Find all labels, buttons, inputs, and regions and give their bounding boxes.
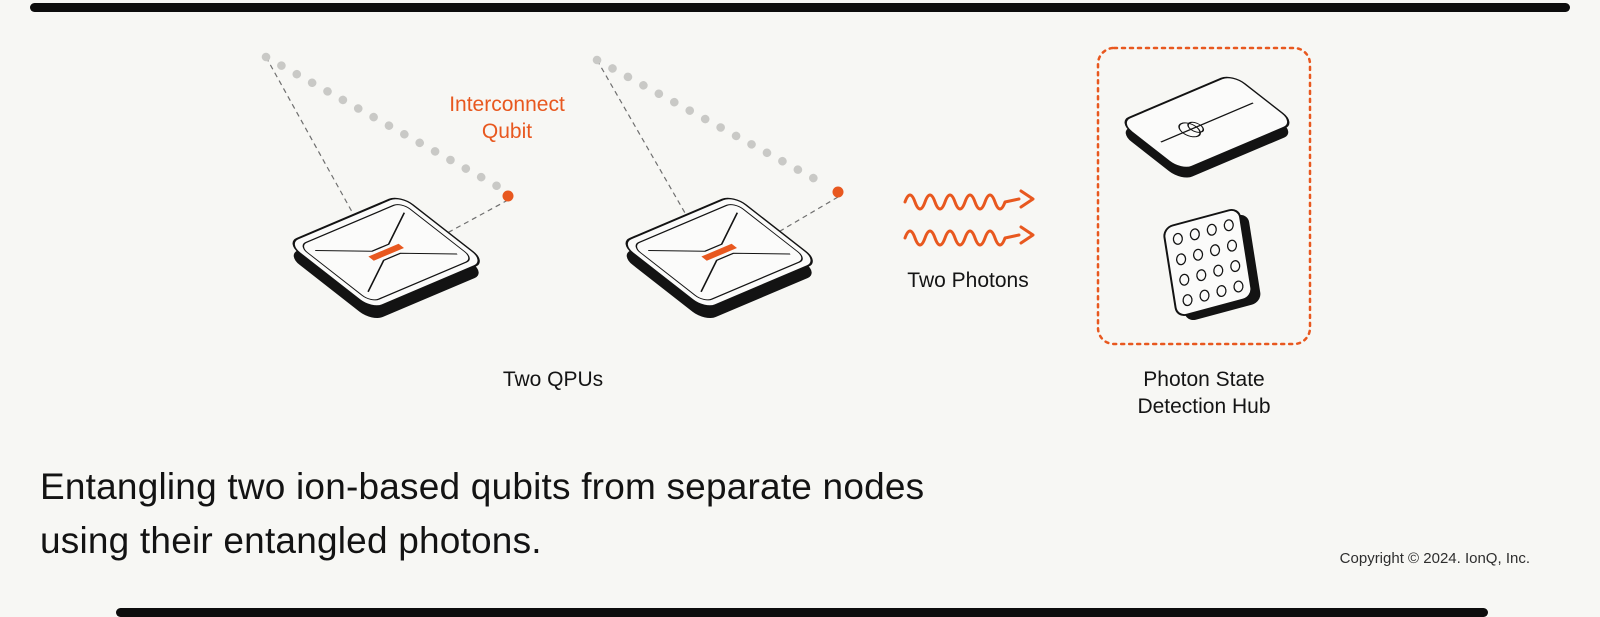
interconnect-qubit-dot-2	[832, 186, 844, 198]
qpu-chip-1-icon	[287, 195, 485, 322]
two-qpus-label: Two QPUs	[502, 368, 604, 391]
detection-hub-outline	[1096, 46, 1312, 346]
interconnect-qubit-dot-1	[502, 190, 514, 202]
caption: Entangling two ion-based qubits from sep…	[40, 460, 924, 568]
callout-guide-lines	[265, 56, 839, 258]
photon-wave-1-icon	[903, 189, 1035, 211]
detection-hub-label: Photon State Detection Hub	[1098, 366, 1310, 420]
bottom-edge-bar	[116, 608, 1488, 617]
interconnect-qubit-label: Interconnect Qubit	[417, 91, 597, 145]
interconnect-qubit-label-line1: Interconnect	[449, 93, 565, 116]
ion-chain-2-dots	[592, 55, 831, 190]
two-photons-label: Two Photons	[907, 269, 1029, 292]
qpu-chip-2-icon	[620, 195, 818, 322]
interconnect-qubit-label-line2: Qubit	[481, 120, 533, 143]
photon-wave-2-icon	[903, 225, 1035, 247]
photon-lens-plate-icon	[1124, 76, 1290, 178]
top-edge-bar	[30, 3, 1570, 12]
caption-line2: using their entangled photons.	[40, 520, 542, 561]
caption-line1: Entangling two ion-based qubits from sep…	[40, 466, 925, 507]
detection-hub-label-line2: Detection Hub	[1137, 395, 1271, 418]
detector-array-icon	[1163, 208, 1261, 321]
copyright-text: Copyright © 2024. IonQ, Inc.	[1339, 550, 1530, 567]
detection-hub-label-line1: Photon State	[1143, 368, 1265, 391]
diagram-canvas	[261, 46, 1312, 346]
